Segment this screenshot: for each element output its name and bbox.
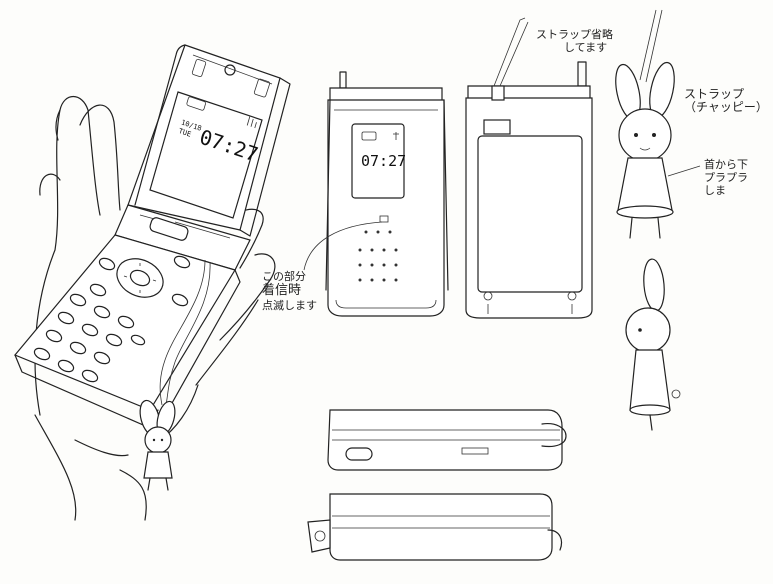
signal-icon [246, 115, 257, 129]
screen-day: TUE [178, 127, 192, 139]
note-strap-omitted-line2: してます [564, 41, 608, 54]
note-blink-line2: 着信時 [262, 283, 302, 298]
note-dangles-line1: 首から下 [704, 158, 748, 171]
battery-icon [186, 96, 206, 111]
note-dangles-line2: プラプラ [704, 171, 748, 184]
camera-icon [224, 64, 236, 76]
note-strap-name-line2: （チャッピー） [684, 100, 768, 114]
front-sub-display [351, 123, 405, 199]
note-blink-line3: 点滅します [262, 299, 317, 312]
note-strap-name-line1: ストラップ [684, 87, 745, 101]
keypad [33, 293, 146, 383]
side-view-top [327, 409, 567, 471]
strap-hole [491, 85, 505, 101]
note-strap-omitted-line1: ストラップ省略 [536, 28, 613, 41]
note-dangles: 首から下 プラプラ しま [704, 158, 748, 197]
blink-led-grid [358, 230, 398, 282]
front-display-time: 07:27 [361, 152, 406, 170]
note-strap-omitted: ストラップ省略 してます [536, 28, 613, 54]
leader-line-blink [303, 221, 383, 271]
hand-drawing [34, 95, 276, 521]
bunny-charm-small [139, 399, 176, 491]
note-blink: この部分 着信時 点滅します [262, 270, 317, 312]
back-sticker [483, 119, 511, 135]
bunny-strap-side [625, 258, 681, 431]
note-blink-line1: この部分 [262, 270, 306, 283]
battery-cover [477, 135, 583, 293]
closed-phone-back [465, 17, 593, 319]
note-strap-name: ストラップ （チャッピー） [684, 88, 768, 114]
side-view-bottom [307, 493, 563, 561]
open-flip-phone: 10/18 TUE 07:27 [14, 44, 291, 429]
note-dangles-line3: しま [704, 184, 726, 197]
bunny-strap-front [615, 9, 701, 239]
closed-phone-front: 07:27 [325, 71, 449, 317]
